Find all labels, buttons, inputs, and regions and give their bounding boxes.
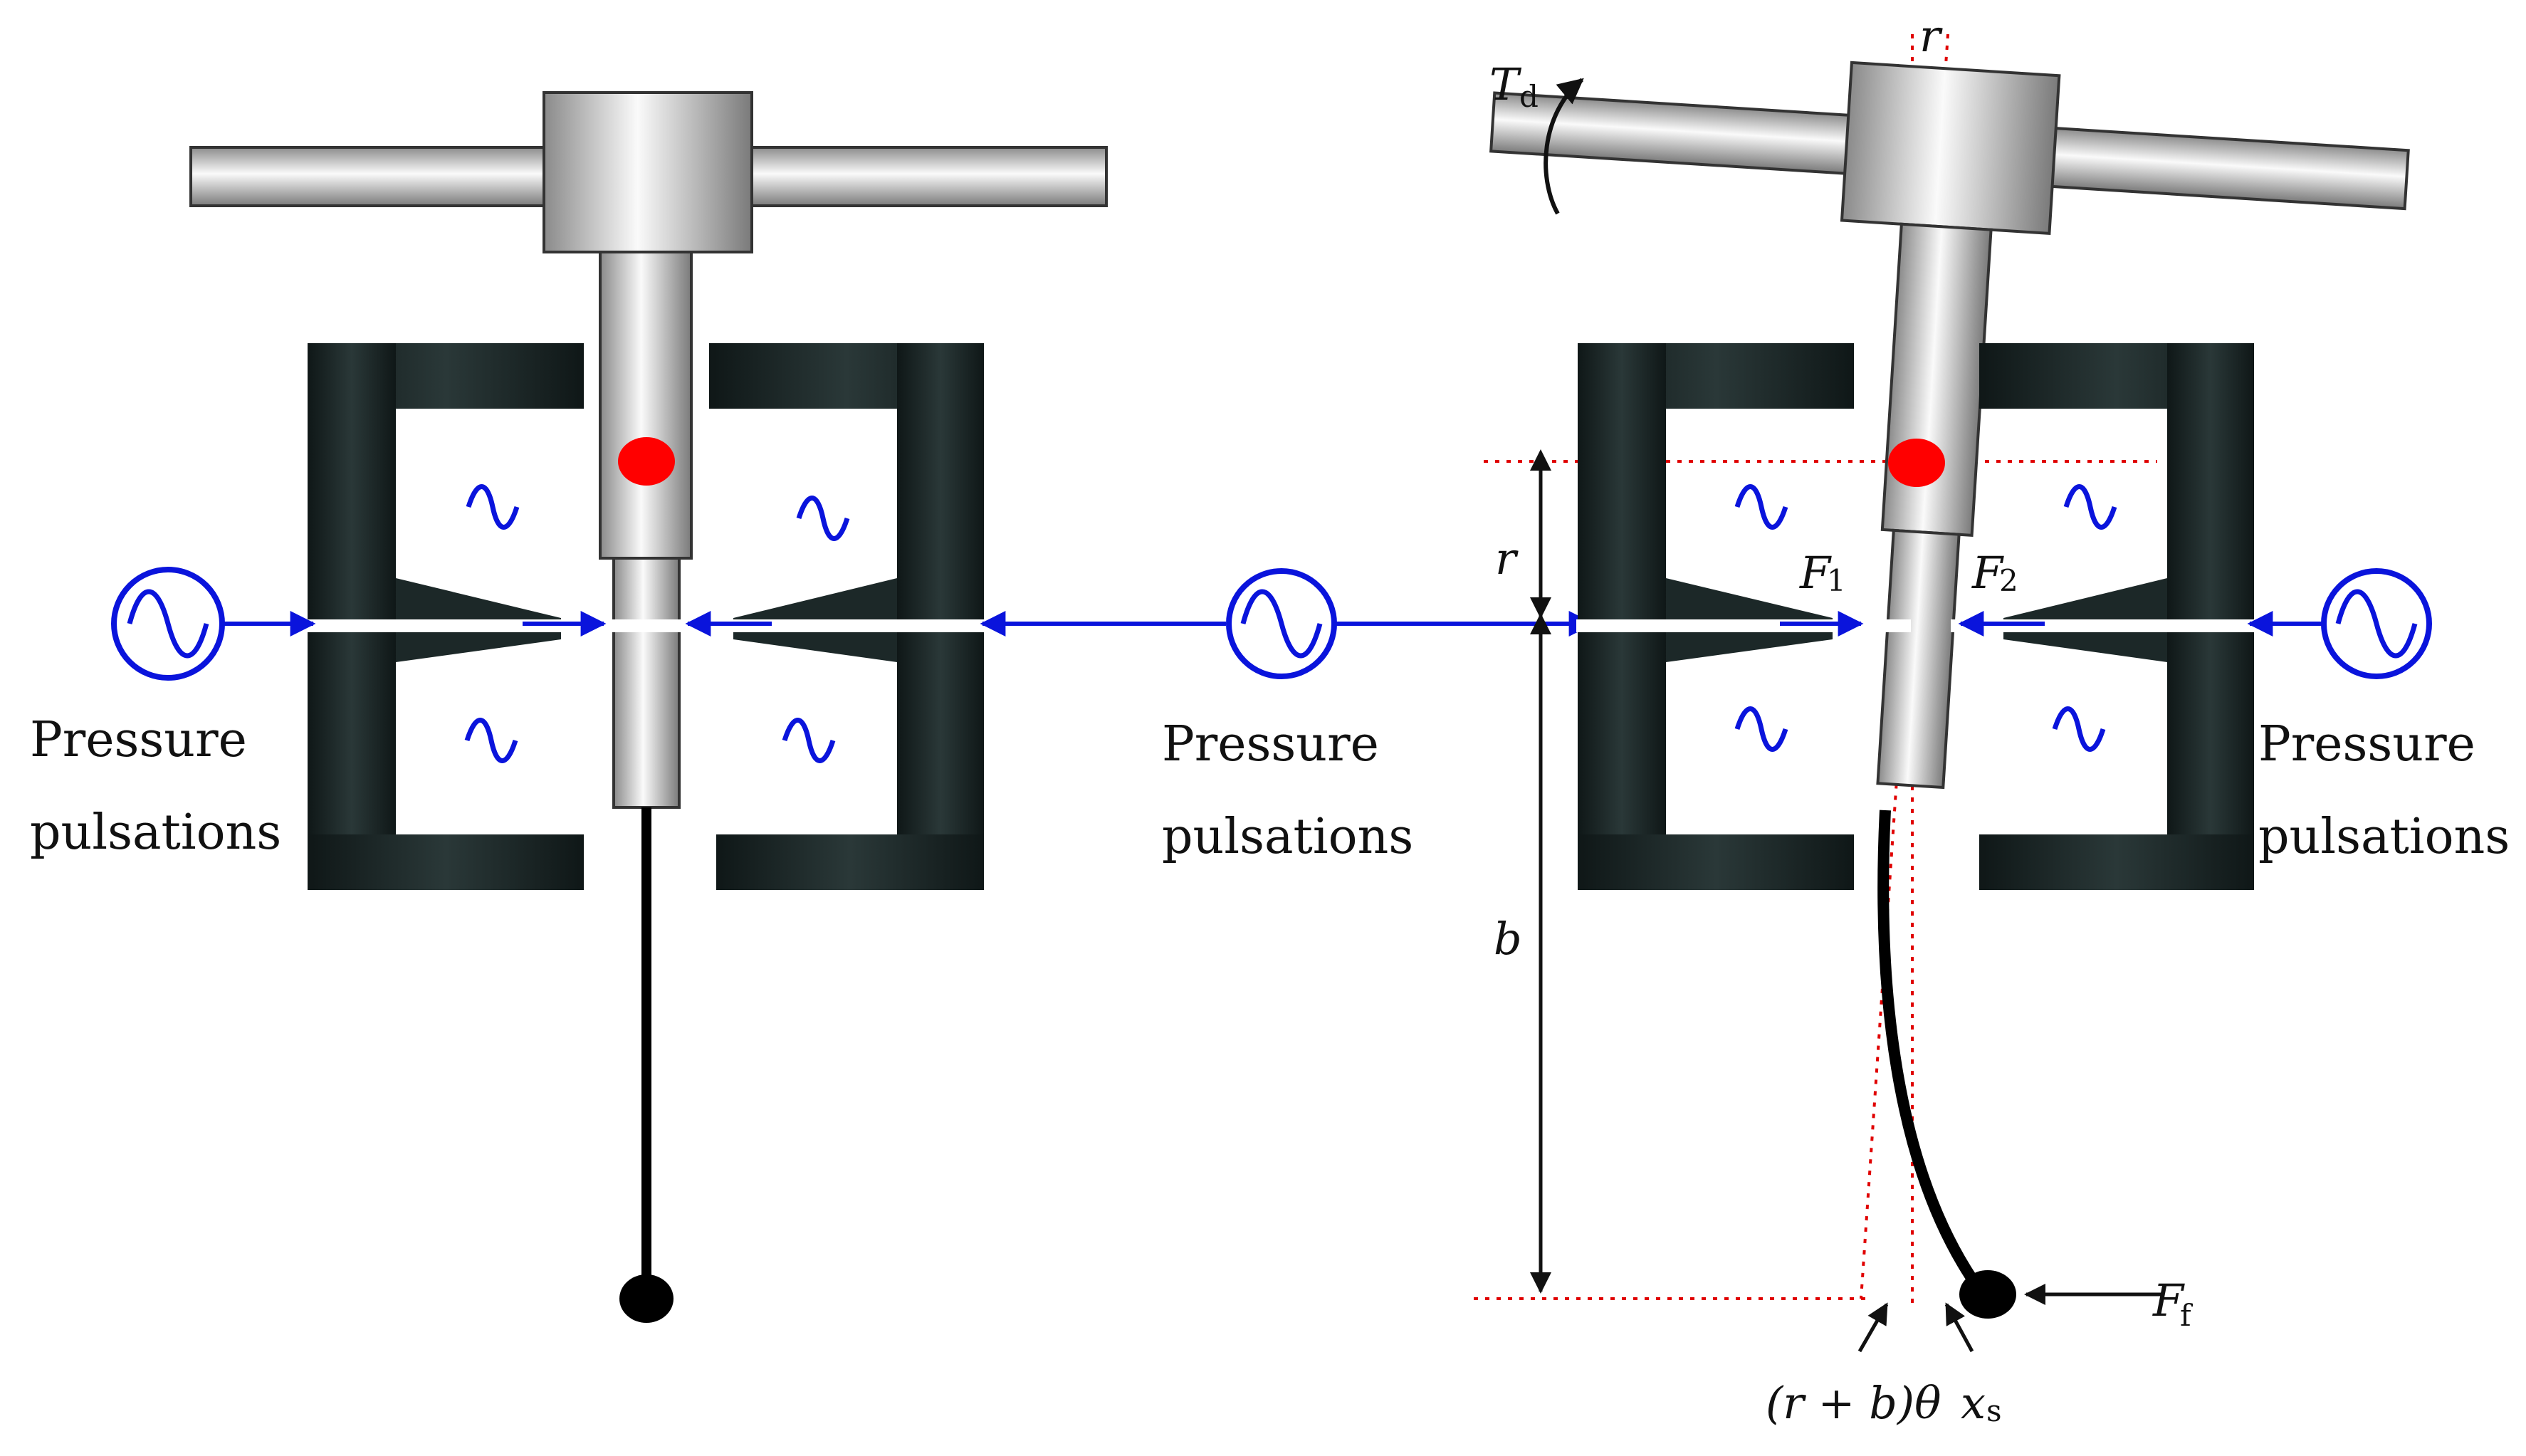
left-wave-tr xyxy=(799,498,847,539)
ff-symbol: F xyxy=(2152,1274,2185,1326)
b-dimension-symbol: b xyxy=(1494,913,1522,965)
right-housing-left xyxy=(1578,343,1854,890)
xs-subscript: s xyxy=(1986,1393,2002,1428)
right-rod xyxy=(1877,810,1983,1291)
xs-pointer-arrow xyxy=(1944,1302,1974,1353)
f2-symbol: F xyxy=(1971,547,2004,599)
left-handle-hub xyxy=(543,91,753,253)
ff-subscript: f xyxy=(2180,1298,2194,1333)
left-assembly xyxy=(111,91,1108,1323)
right-pivot-dot xyxy=(1888,439,1945,487)
pressure-label-right-line2: pulsations xyxy=(2258,809,2510,865)
f1-symbol: F xyxy=(1799,547,1832,599)
right-ball xyxy=(1959,1270,2016,1319)
left-housing-right xyxy=(709,343,984,890)
r-top-symbol: r xyxy=(1919,10,1943,62)
f2-subscript: 2 xyxy=(1999,563,2018,598)
right-assembly xyxy=(1474,33,2432,1353)
pressure-label-mid-line1: Pressure xyxy=(1162,716,1379,772)
offset-pointer-arrow xyxy=(1857,1302,1889,1353)
left-pressure-source-icon xyxy=(111,567,225,681)
left-ball xyxy=(619,1274,674,1323)
left-wave-br xyxy=(785,721,833,761)
offset-label: (r + b)θ xyxy=(1766,1377,1941,1429)
r-dimension-symbol: r xyxy=(1495,533,1519,585)
right-wave-tl xyxy=(1737,487,1786,528)
right-lower-shaft xyxy=(1876,528,1961,790)
pressure-label-left-line1: Pressure xyxy=(30,712,247,768)
xs-symbol: x xyxy=(1961,1377,1986,1429)
right-wave-tr xyxy=(2066,487,2114,528)
left-pivot-dot xyxy=(618,437,675,486)
right-handle-hub xyxy=(1840,61,2061,235)
right-housing-right xyxy=(1979,343,2254,890)
torque-arrow xyxy=(1544,78,1584,215)
torque-symbol: T xyxy=(1489,58,1522,110)
left-lower-shaft xyxy=(612,557,681,809)
left-wave-bl xyxy=(467,721,515,761)
right-wave-bl xyxy=(1737,709,1786,750)
torque-subscript: d xyxy=(1519,79,1539,114)
pressure-label-left-line2: pulsations xyxy=(30,805,281,861)
right-wave-br xyxy=(2055,709,2103,750)
left-upper-shaft xyxy=(599,251,693,560)
right-upper-shaft xyxy=(1880,222,1993,537)
pressure-label-mid-line2: pulsations xyxy=(1162,809,1413,865)
left-housing-left xyxy=(308,343,584,890)
f1-subscript: 1 xyxy=(1827,563,1846,598)
left-wave-tl xyxy=(468,487,517,528)
right-pressure-source-icon xyxy=(2321,568,2432,679)
pressure-label-right-line1: Pressure xyxy=(2258,716,2475,772)
center-pressure-source xyxy=(980,568,1595,679)
